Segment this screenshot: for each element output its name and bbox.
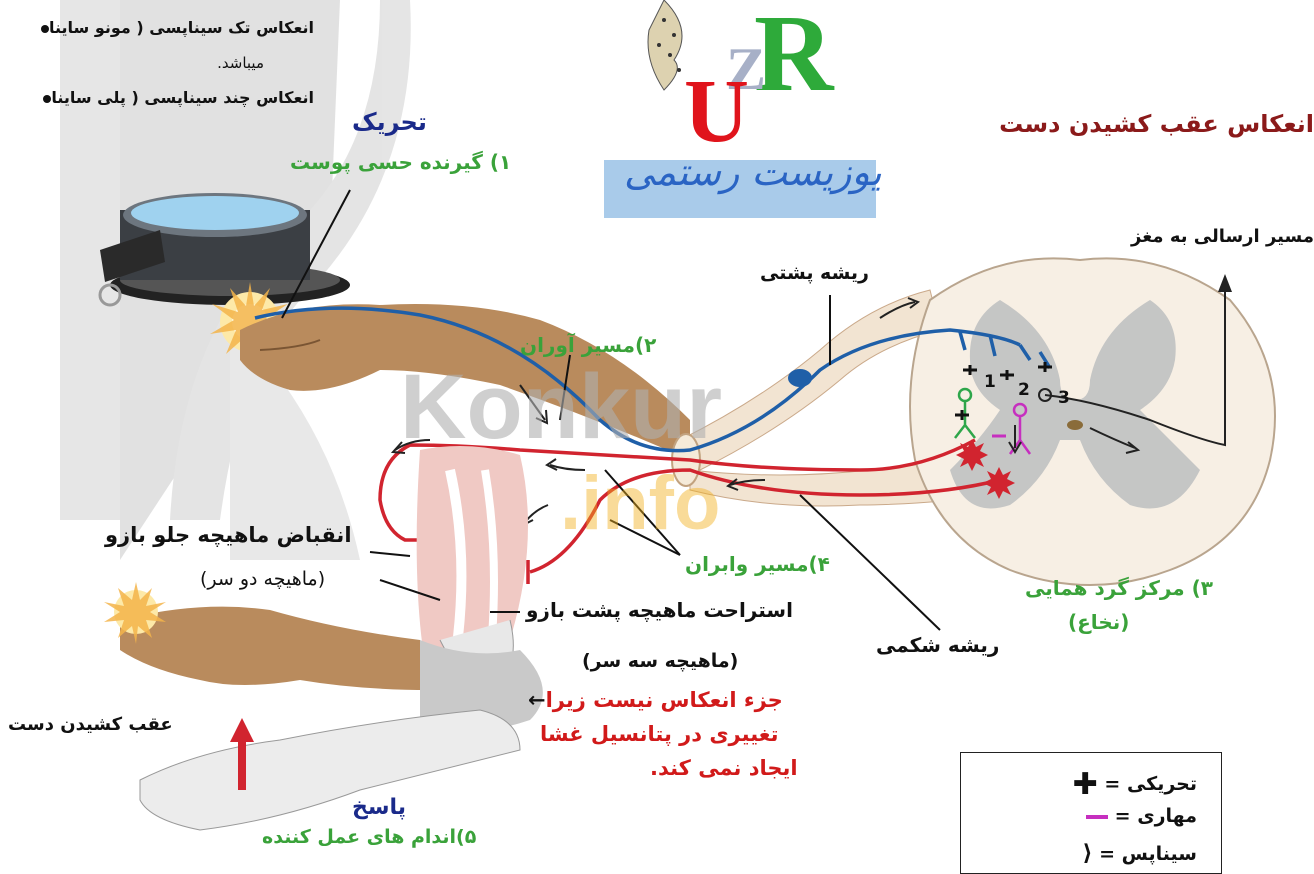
label-brain-path: مسیر ارسالی به مغز [1131, 226, 1314, 247]
label-relaxation: استراحت ماهیچه پشت بازو [526, 598, 793, 622]
legend-inhibitory-label: مهاری = [1108, 805, 1197, 827]
label-center-line1: ۳) مرکز گرد همایی [1025, 576, 1213, 600]
legend-row-excitatory: تحریکی = ✚ [1073, 767, 1197, 802]
synapse-number-2: 2 [1018, 380, 1030, 400]
bullet-text-2: انعکاس چند سیناپسی ( پلی ساینا [51, 88, 314, 107]
logo-script-text: یوزیست رستمی [624, 150, 882, 194]
note-text-1: جزء انعکاس نیست زیرا [546, 688, 783, 712]
label-dorsal-root: ریشه پشتی [760, 262, 869, 284]
label-receptor: ۱) گیرنده حسی پوست [290, 150, 511, 174]
label-response: پاسخ [352, 795, 406, 820]
bullet-item-1-cont: میباشد. [217, 54, 264, 72]
legend-excitatory-label: تحریکی = [1098, 773, 1197, 795]
legend-synapse-label: سیناپس = [1093, 843, 1197, 865]
logo: R Z U یوزیست رستمی [604, 0, 876, 218]
label-afferent: ۲)مسیر آوران [520, 333, 656, 357]
brain-arrow-head [1218, 274, 1232, 292]
logo-letter-u: U [684, 60, 749, 163]
label-withdraw: عقب کشیدن دست [8, 714, 173, 735]
watermark-info: .info [560, 460, 720, 547]
page-title: انعکاس عقب کشیدن دست [999, 110, 1314, 138]
bullet-text-1: انعکاس تک سیناپسی ( مونو ساینا [49, 18, 314, 37]
legend-row-inhibitory: مهاری = [1086, 805, 1197, 827]
note-line-2: تغییری در پتانسیل غشا [540, 722, 779, 746]
label-biceps: (ماهیچه دو سر) [200, 568, 325, 590]
bullet-dot-icon [41, 25, 49, 33]
synapse-number-3: 3 [1058, 388, 1070, 408]
label-efferent: ۴)مسیر وابران [685, 552, 830, 576]
note-line-1: جزء انعکاس نیست زیرا← [528, 688, 783, 712]
label-center-line2: (نخاع) [1068, 610, 1129, 634]
synapse-icon: ⟨ [1082, 841, 1092, 866]
watermark-konkur: Konkur [400, 355, 722, 460]
label-ventral-root: ریشه شکمی [876, 633, 999, 657]
bullet-item-2: انعکاس چند سیناپسی ( پلی ساینا [35, 88, 314, 107]
label-effector: ۵)اندام های عمل کننده [262, 826, 476, 848]
note-arrow-icon: ← [528, 688, 546, 712]
label-contraction: انقباض ماهیچه جلو بازو [105, 523, 352, 547]
synapse-number-1: 1 [984, 372, 996, 392]
bullet-item-1: انعکاس تک سیناپسی ( مونو ساینا [33, 18, 314, 37]
legend: تحریکی = ✚ مهاری = سیناپس = ⟨ [960, 752, 1222, 874]
note-line-3: ایجاد نمی کند. [650, 756, 798, 780]
label-stimulus: تحریک [352, 108, 427, 136]
plus-icon: ✚ [1073, 767, 1098, 802]
label-triceps: (ماهیچه سه سر) [582, 650, 738, 672]
minus-icon [1086, 815, 1108, 819]
legend-row-synapse: سیناپس = ⟨ [1082, 841, 1197, 866]
